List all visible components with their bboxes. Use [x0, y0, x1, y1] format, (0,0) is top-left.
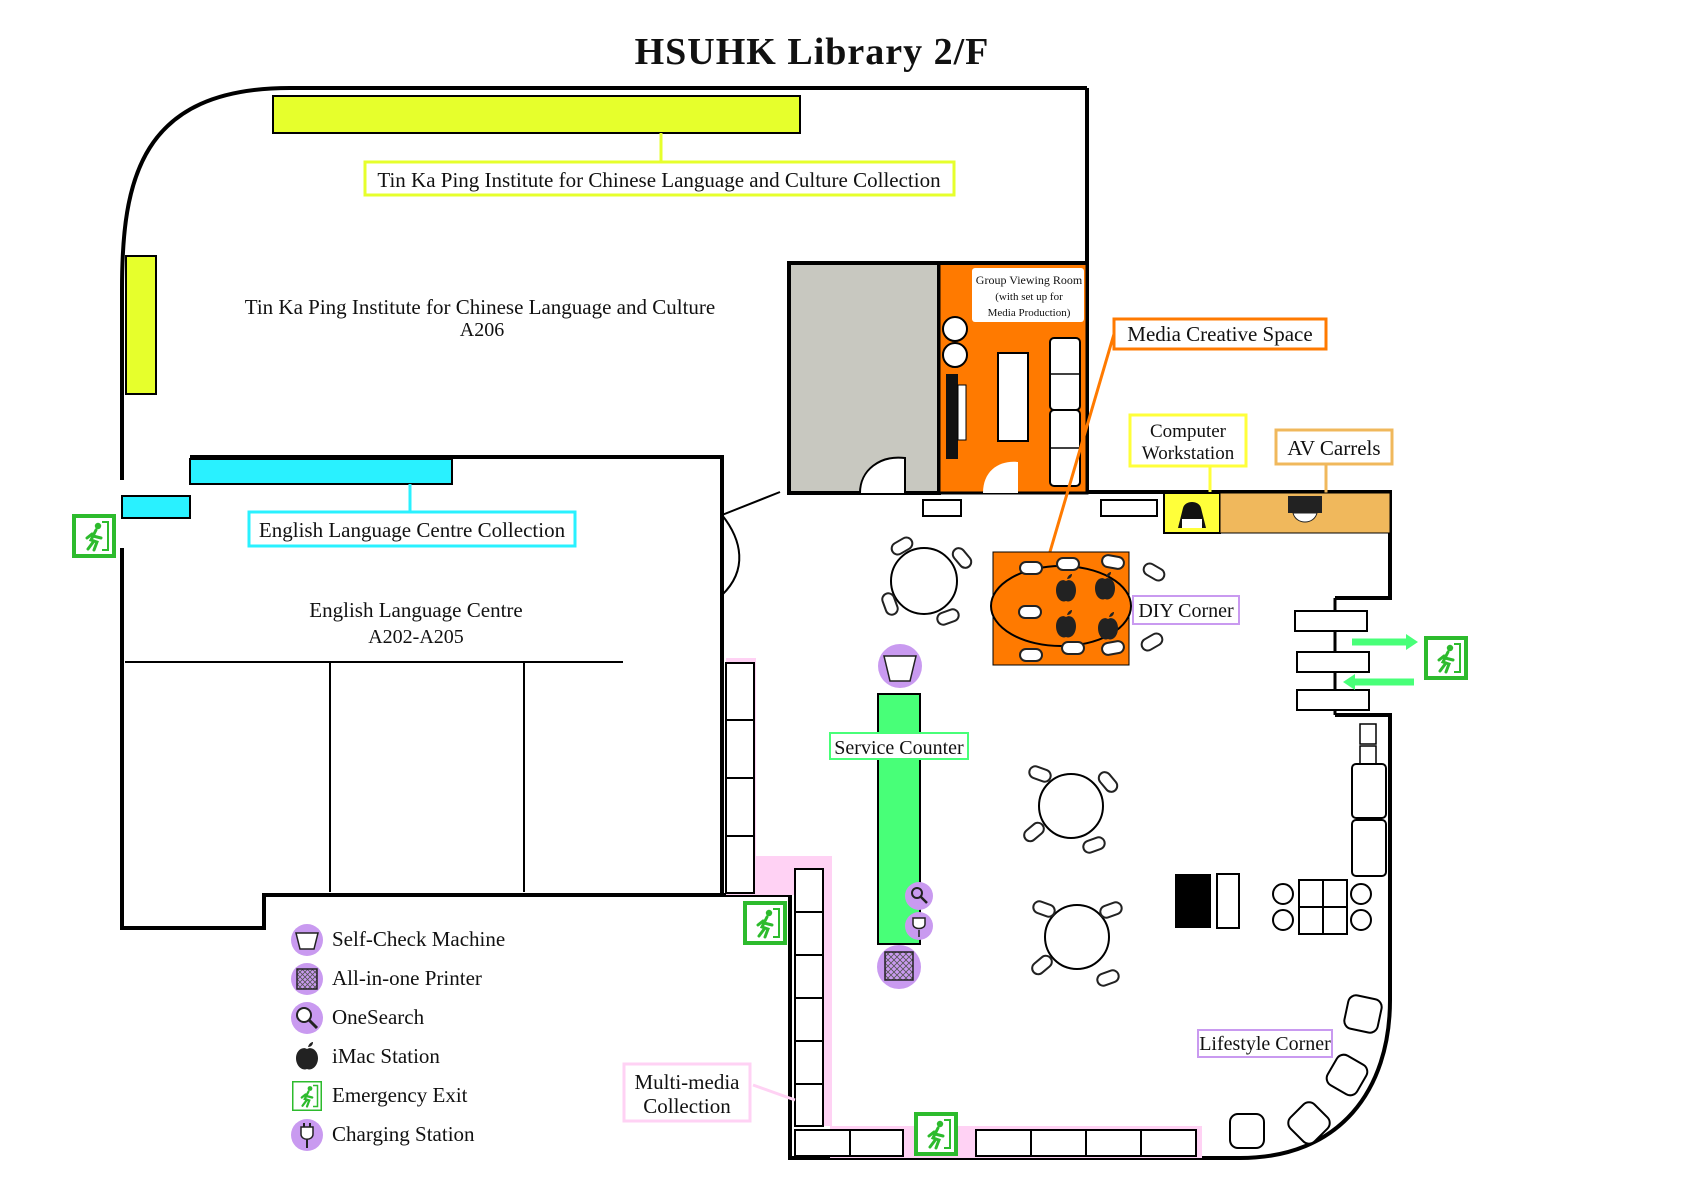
elc-shelf-left [121, 495, 191, 519]
computer-label-2: Workstation [1142, 443, 1235, 464]
av-carrels-label: AV Carrels [1287, 436, 1380, 460]
group-viewing-label-2: (with set up for [995, 291, 1063, 303]
legend-item: iMac Station [290, 1037, 590, 1076]
legend-item: OneSearch [290, 998, 590, 1037]
multimedia-label-1: Multi-media [635, 1070, 741, 1094]
grey-room [787, 261, 941, 495]
round-table-2 [1020, 763, 1121, 856]
legend-label: Self-Check Machine [332, 927, 506, 951]
tkp-collection-label: Tin Ka Ping Institute for Chinese Langua… [377, 168, 941, 192]
onesearch-icon-counter [905, 882, 933, 910]
page-title: HSUHK Library 2/F [635, 31, 990, 73]
multimedia-collection-area [725, 658, 1202, 1158]
tkp-room-label: Tin Ka Ping Institute for Chinese Langua… [245, 295, 716, 319]
elc-shelf-top [189, 458, 453, 485]
emergency-exit-icon-east [1424, 636, 1468, 680]
printer-icon [290, 962, 324, 996]
service-counter-label: Service Counter [834, 737, 964, 759]
legend-label: Emergency Exit [332, 1083, 468, 1107]
tkp-shelf-left [125, 255, 157, 395]
tkp-shelf-top [272, 95, 801, 134]
elc-collection-label: English Language Centre Collection [259, 518, 566, 542]
multimedia-label-2: Collection [643, 1094, 731, 1118]
round-table-3 [1028, 898, 1125, 989]
outer-wall [120, 86, 1087, 480]
legend-label: All-in-one Printer [332, 966, 482, 990]
elc-room-number: A202-A205 [368, 626, 464, 648]
emergency-exit-icon-south [914, 1112, 958, 1156]
round-table-1 [879, 534, 975, 628]
emergency-exit-icon-west [72, 514, 116, 558]
sofa-group-viewing [1049, 337, 1081, 487]
emergency-exit-icon [290, 1079, 324, 1113]
elc-wall [120, 455, 724, 930]
map-legend: Self-Check Machine All-in-one Printer On… [290, 920, 590, 1154]
imac-icon [290, 1040, 324, 1074]
legend-label: OneSearch [332, 1005, 425, 1029]
group-viewing-label-1: Group Viewing Room [976, 273, 1083, 287]
tkp-room-number: A206 [460, 319, 504, 341]
self-check-icon [290, 923, 324, 957]
onesearch-icon [290, 1001, 324, 1035]
legend-item: Self-Check Machine [290, 920, 590, 959]
emergency-exit-icon-southwest [743, 901, 787, 945]
legend-item: Emergency Exit [290, 1076, 590, 1115]
media-creative-label: Media Creative Space [1127, 322, 1312, 346]
computer-label-1: Computer [1150, 421, 1227, 442]
legend-item: All-in-one Printer [290, 959, 590, 998]
legend-label: iMac Station [332, 1044, 440, 1068]
legend-item: Charging Station [290, 1115, 590, 1154]
lifestyle-corner-label: Lifestyle Corner [1199, 1033, 1331, 1055]
diy-corner-label: DIY Corner [1138, 600, 1234, 622]
legend-label: Charging Station [332, 1122, 475, 1146]
elc-room-label: English Language Centre [309, 598, 522, 622]
group-viewing-label-3: Media Production) [988, 307, 1071, 319]
charging-icon [290, 1118, 324, 1152]
